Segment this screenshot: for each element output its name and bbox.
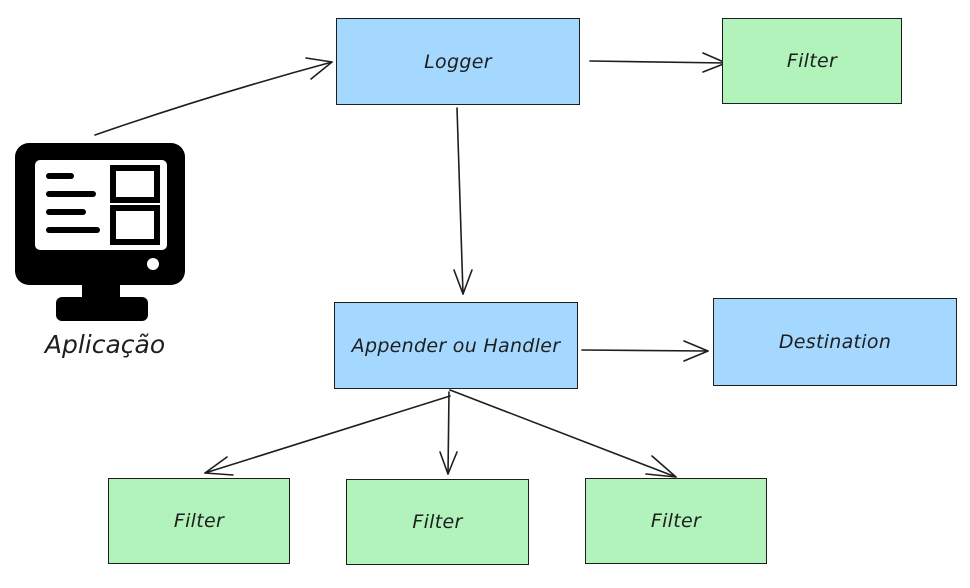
appender-filter-box-3: Filter <box>585 478 767 564</box>
monitor-icon <box>15 143 185 321</box>
destination-box: Destination <box>713 298 957 386</box>
appender-handler-box: Appender ou Handler <box>334 302 578 389</box>
appender-filter-box-1: Filter <box>108 478 290 564</box>
logger-filter-box: Filter <box>722 18 902 104</box>
arrow-appender-to-filter-1 <box>204 395 451 476</box>
application-label: Aplicação <box>44 330 166 359</box>
arrow-appender-to-filter-3 <box>449 389 677 478</box>
appender-filter-box-2: Filter <box>346 479 529 565</box>
arrow-appender-to-destination <box>581 340 709 362</box>
arrow-app-to-logger <box>94 57 333 136</box>
arrow-appender-to-filter-2 <box>439 391 458 475</box>
logger-box: Logger <box>336 18 580 105</box>
arrow-logger-to-filter <box>589 52 727 73</box>
arrow-logger-to-appender <box>453 107 473 295</box>
